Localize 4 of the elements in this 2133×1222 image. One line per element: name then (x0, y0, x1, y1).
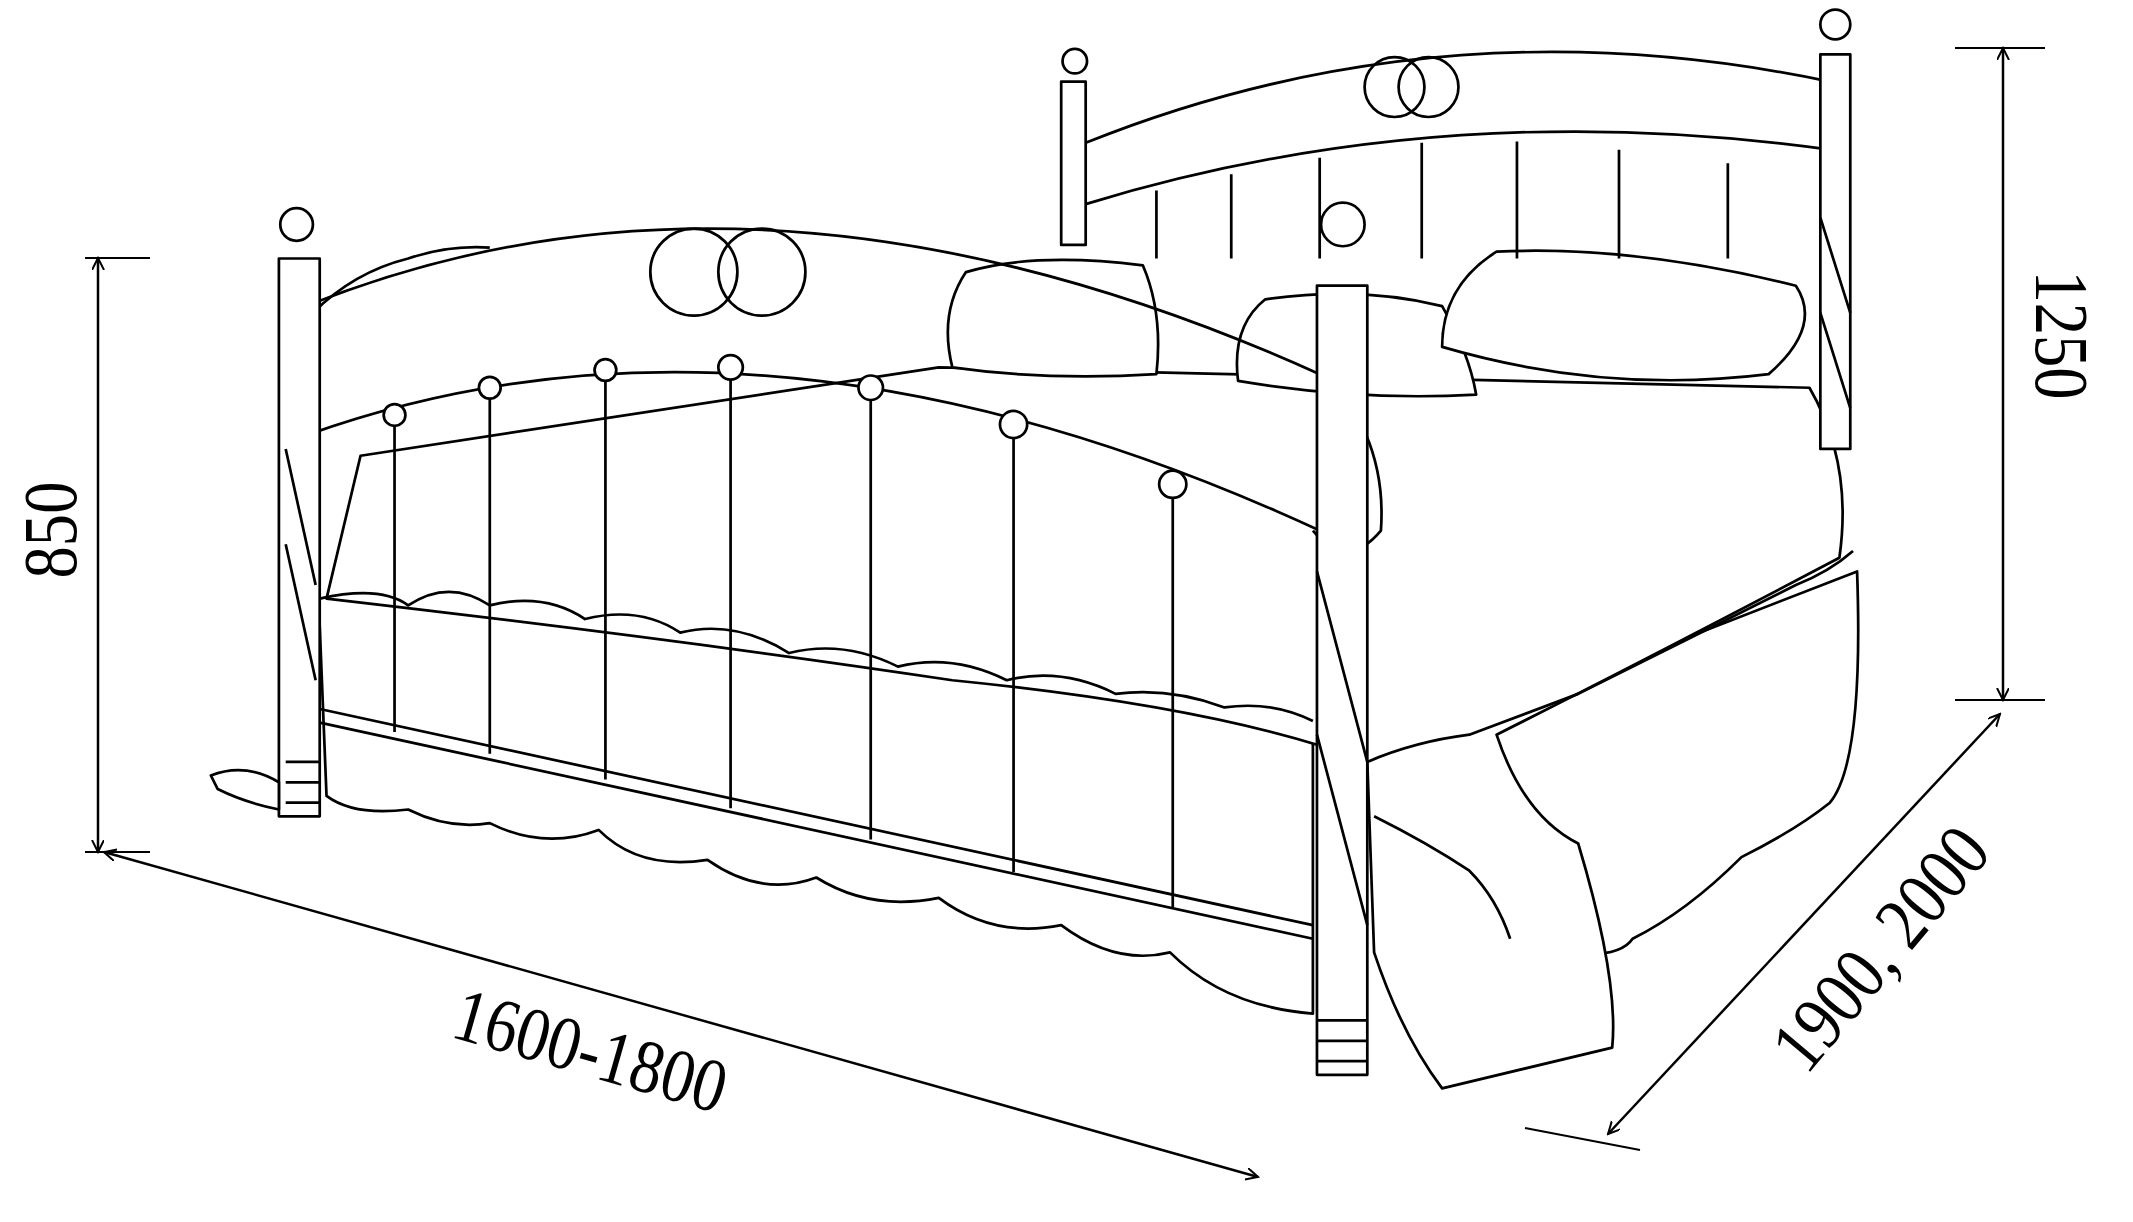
dimension-label: 850 (12, 481, 88, 579)
dimension-label: 1250 (2024, 270, 2100, 400)
dimension-label: 1900, 2000 (1757, 812, 2003, 1084)
dimension-label: 1600-1800 (445, 974, 736, 1126)
